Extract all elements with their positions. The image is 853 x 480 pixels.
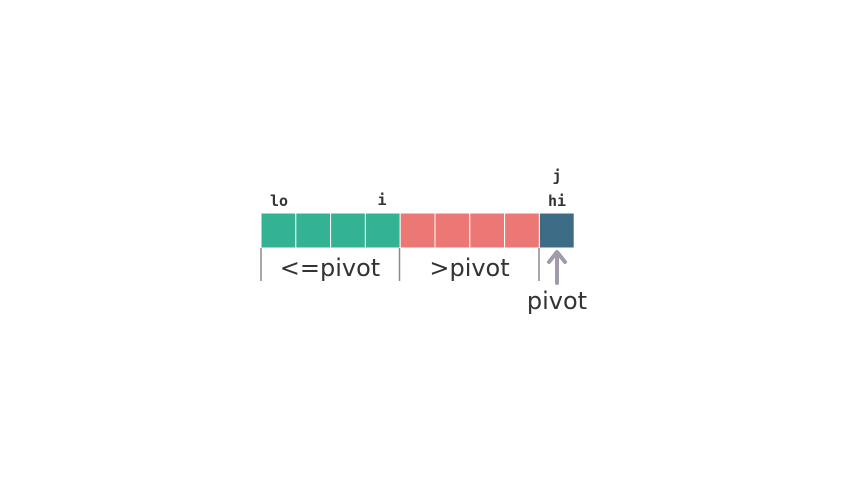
array-cell-pivot: [538, 212, 575, 249]
array-cell-le: [364, 212, 401, 249]
pointer-i-label: i: [377, 191, 386, 209]
up-arrow-icon: [547, 250, 567, 285]
pointer-hi-label: hi: [548, 192, 566, 210]
pivot-label: pivot: [527, 287, 587, 315]
array-cell-le: [330, 212, 366, 249]
region-brackets: [260, 248, 540, 281]
pointer-j-label: j: [552, 167, 561, 185]
array-cell-gt: [434, 212, 471, 249]
region-gt-label: >pivot: [429, 254, 509, 282]
pointer-lo-label: lo: [270, 192, 288, 210]
array-cells: [260, 212, 575, 249]
region-le-label: <=pivot: [280, 254, 380, 282]
array-cell-le: [295, 212, 332, 249]
array-cell-gt: [469, 212, 506, 249]
array-cell-gt: [399, 212, 436, 249]
array-cell-le: [260, 212, 297, 249]
array-cell-gt: [504, 212, 540, 249]
